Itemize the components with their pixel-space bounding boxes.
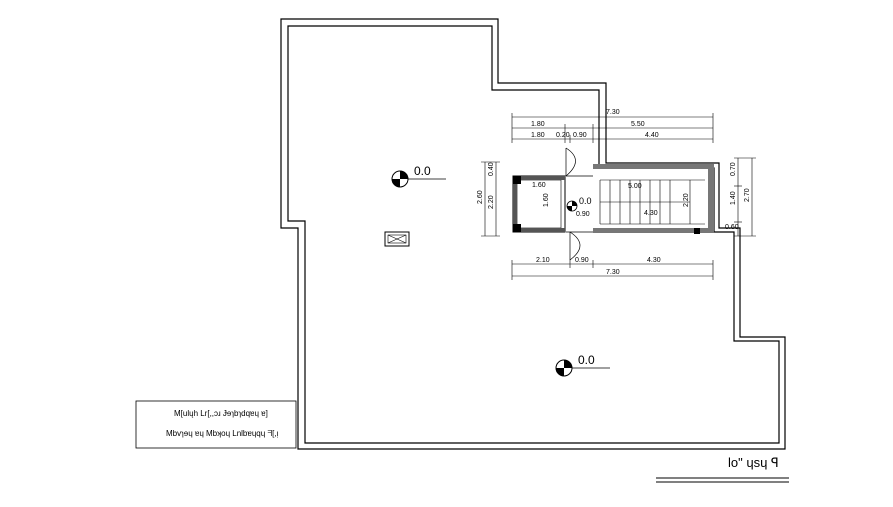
dim-right-total: 2.70 (744, 188, 751, 202)
dim-door-gap: 0.90 (576, 211, 590, 218)
dim-right-c: 0.60 (725, 224, 739, 231)
dim-top2-a: 1.80 (531, 132, 545, 139)
dim-left-small: 0.40 (488, 162, 495, 176)
dim-room-height: 1.60 (543, 193, 550, 207)
building-outline (280, 18, 786, 450)
level-marker-lower: 0.0 (555, 353, 610, 377)
level-marker-stair: 0.0 (566, 196, 592, 212)
dim-top2-c: 0.90 (573, 132, 587, 139)
dim-left-inner: 2.20 (488, 195, 495, 209)
dimension-lines-bottom (511, 260, 714, 280)
dimension-lines-top (511, 113, 714, 143)
dim-stair-run: 5.00 (628, 183, 642, 190)
drawing-title: lo" ɥsɥ ꟼ (656, 455, 789, 483)
dimension-lines-right (734, 157, 756, 237)
dim-right-a: 0.70 (730, 162, 737, 176)
dim-top-right: 5.50 (631, 121, 645, 128)
stair-treads (599, 179, 705, 225)
stair-core (512, 147, 714, 261)
level-label-stair: 0.0 (579, 196, 592, 206)
dim-top-left: 1.80 (531, 121, 545, 128)
dim-stair-inner: 4.30 (644, 210, 658, 217)
legend-box: M[ulųh Lr[,,ɔɹ Ɉɘɿbɿdqɐɥ ɐ] Mbvɿɘɥ ɐɥ Mb… (135, 400, 297, 449)
dimension-lines-left (481, 161, 500, 237)
dim-top-total: 7.30 (606, 109, 620, 116)
level-marker-main: 0.0 (391, 164, 446, 188)
dim-bottom-b: 0.90 (575, 257, 589, 264)
level-label-lower: 0.0 (578, 353, 595, 367)
dim-bottom-c: 4.30 (647, 257, 661, 264)
vent-symbol (384, 231, 410, 247)
dim-bottom-a: 2.10 (536, 257, 550, 264)
door-swing-bottom (569, 231, 581, 261)
dim-stair-vert: 2.20 (683, 193, 690, 207)
legend-line-2: Mbvɿɘɥ ɐɥ Mbʞoɥ Lnlbɐɥqɥ ᖷ[,ᴉ (166, 429, 279, 438)
legend-line-1: M[ulųh Lr[,,ɔɹ Ɉɘɿbɿdqɐɥ ɐ] (174, 409, 268, 418)
title-text: lo" ɥsɥ ꟼ (728, 455, 779, 470)
dim-top2-d: 4.40 (645, 132, 659, 139)
dim-left-outer: 2.60 (477, 190, 484, 204)
dim-bottom-total: 7.30 (606, 269, 620, 276)
dim-top2-b: 0.20 (556, 132, 570, 139)
door-swing-top (565, 147, 576, 177)
dim-room-width: 1.60 (532, 182, 546, 189)
level-label-main: 0.0 (414, 164, 431, 178)
dim-right-b: 1.40 (730, 191, 737, 205)
